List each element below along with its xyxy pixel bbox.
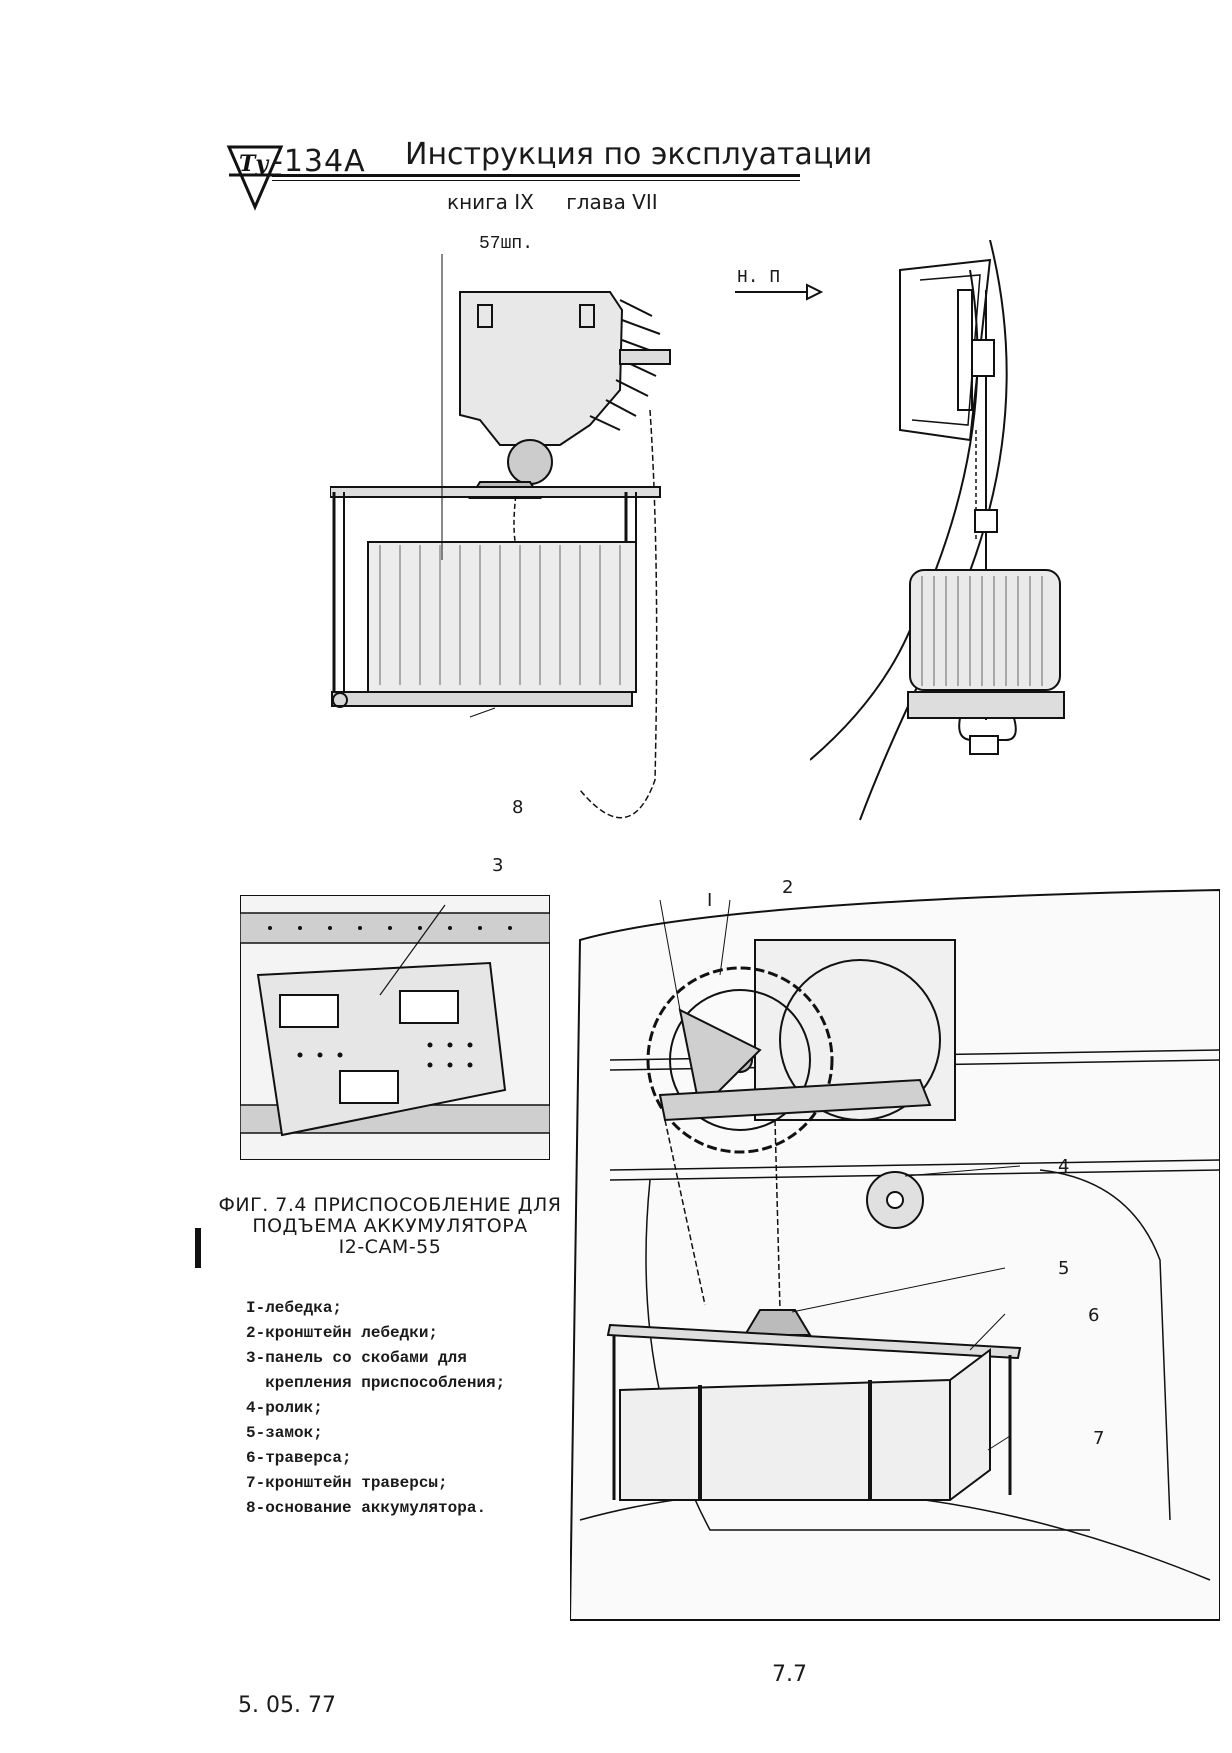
caption-line-2: ПОДЪЕМА АККУМУЛЯТОРА: [252, 1215, 528, 1237]
margin-mark: [195, 1228, 201, 1268]
callout-4: 4: [1058, 1156, 1070, 1177]
caption-line-3: I2-САМ-55: [338, 1236, 442, 1258]
callout-7: 7: [1093, 1428, 1105, 1449]
parts-legend: I-лебедка; 2-кронштейн лебедки; 3-панель…: [246, 1296, 505, 1521]
top-left-figure: [330, 254, 671, 819]
direction-arrow: [735, 283, 823, 301]
legend-item: 5-замок;: [246, 1424, 323, 1442]
direction-label: Н. П: [737, 268, 781, 288]
logo-emblem: Ту: [226, 145, 284, 211]
legend-item: 3-панель со скобами для: [246, 1349, 467, 1367]
legend-item: 7-кронштейн траверсы;: [246, 1474, 448, 1492]
legend-item: 2-кронштейн лебедки;: [246, 1324, 439, 1342]
revision-date: 5. 05. 77: [238, 1693, 336, 1718]
page-number: 7.7: [772, 1662, 807, 1687]
legend-item: 6-траверса;: [246, 1449, 352, 1467]
caption-line-1: ФИГ. 7.4 ПРИСПОСОБЛЕНИЕ ДЛЯ: [218, 1194, 562, 1216]
header-rule: [272, 174, 800, 177]
installed-winch-figure: [570, 888, 1220, 1621]
callout-3: 3: [492, 855, 504, 876]
legend-item: I-лебедка;: [246, 1299, 343, 1317]
aircraft-model: -134А: [272, 144, 366, 179]
callout-1: I: [707, 890, 713, 911]
book-label: книга IX: [447, 190, 534, 214]
legend-item: 4-ролик;: [246, 1399, 323, 1417]
legend-item: крепления приспособления;: [246, 1374, 506, 1392]
callout-5: 5: [1058, 1258, 1070, 1279]
figure-caption: ФИГ. 7.4 ПРИСПОСОБЛЕНИЕ ДЛЯ ПОДЪЕМА АККУ…: [200, 1195, 580, 1258]
book-chapter: книга IX глава VII: [447, 190, 684, 214]
callout-6: 6: [1088, 1305, 1100, 1326]
svg-text:Ту: Ту: [239, 151, 270, 177]
legend-item: 8-основание аккумулятора.: [246, 1499, 487, 1517]
top-right-figure: [810, 240, 1065, 821]
panel-inset-figure: [240, 895, 550, 1160]
callout-8: 8: [512, 797, 524, 818]
document-title: Инструкция по эксплуатации: [405, 137, 873, 172]
callout-2: 2: [782, 877, 794, 898]
chapter-label: глава VII: [566, 190, 658, 214]
header-rule-thin: [272, 180, 800, 181]
frame-label: 57шп.: [479, 234, 534, 254]
